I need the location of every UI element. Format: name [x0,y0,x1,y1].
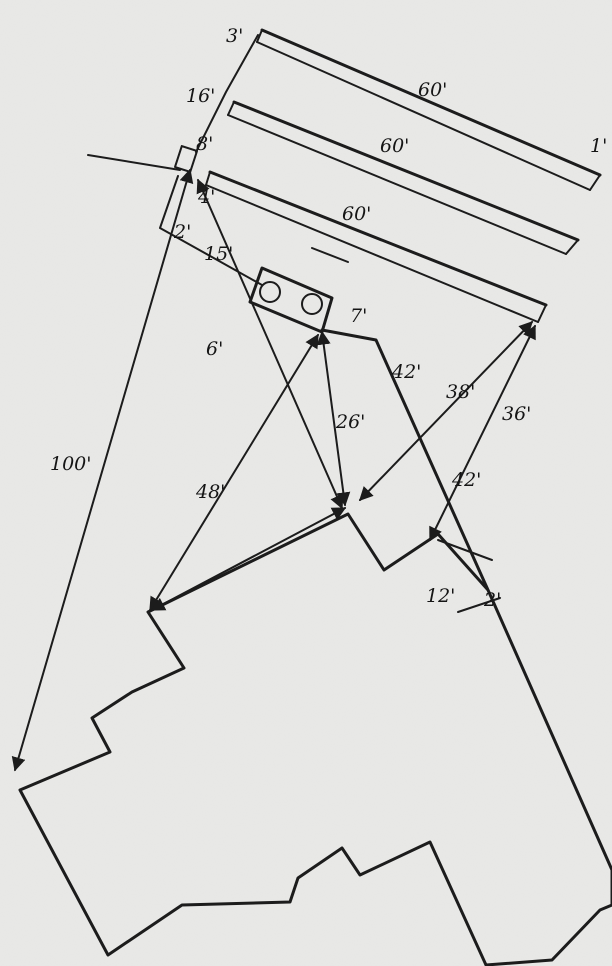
label-bar1-length: 60' [418,79,447,101]
label-gap-top: 16' [186,85,215,107]
bar-1 [256,28,602,191]
label-bar2-length: 60' [380,135,409,157]
label-bar3-length: 60' [342,203,371,225]
dimension-lines [11,168,536,772]
label-gap-mid: 8' [196,133,213,155]
label-long-diag: 100' [50,453,92,475]
label-bar-end-to-notch: 36' [502,403,531,425]
label-bar-end-to-point: 38' [446,381,475,403]
label-bar1-right: 1' [590,135,607,157]
label-offset-small: 2' [173,221,191,243]
label-notch-small: 2' [483,589,501,611]
bar-2 [227,100,580,255]
label-bar1-left: 3' [226,25,243,47]
label-notch-side: 12' [426,585,455,607]
label-block-to-point: 26' [335,411,365,433]
label-post-offset: 4' [197,186,215,208]
label-block-right: 7' [350,305,367,327]
label-post-to-block: 15' [204,243,233,265]
label-post-to-point: 6' [206,338,223,360]
label-block-to-corner: 48' [195,481,225,503]
label-wall-upper: 42' [391,361,421,383]
label-notch-diag: 42' [451,469,481,491]
